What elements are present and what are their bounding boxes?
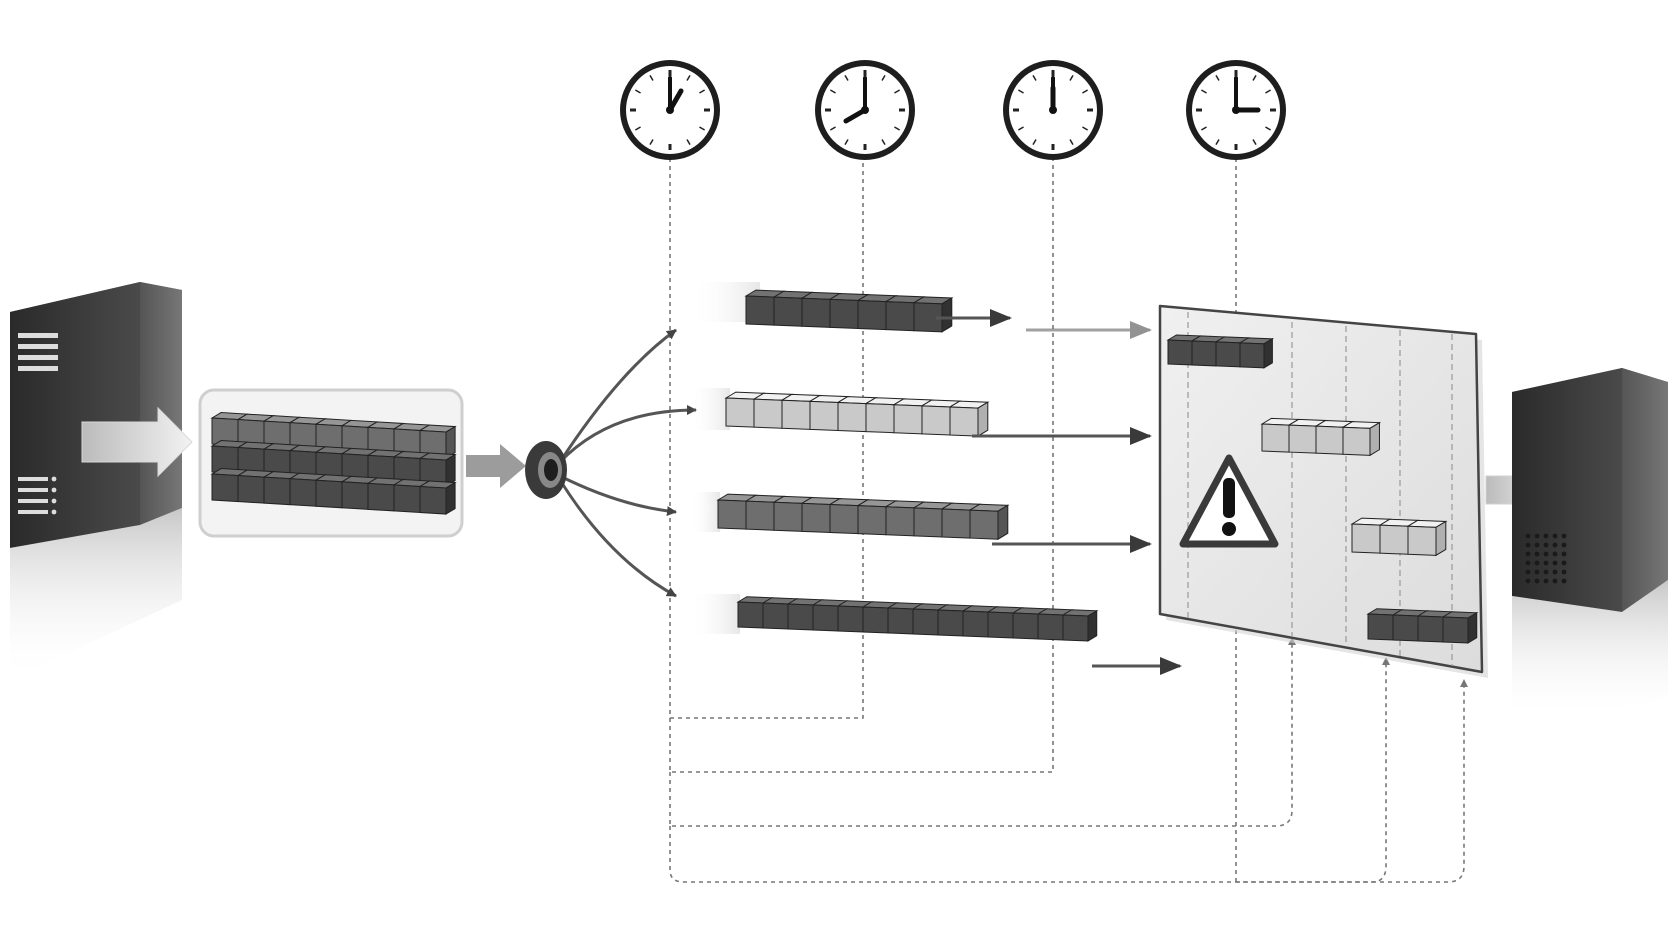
block <box>1214 336 1251 368</box>
splitter-fanout-arrows <box>558 328 697 598</box>
input-flow-arrow <box>81 406 193 478</box>
stream-3 <box>716 493 1010 541</box>
batch-row <box>210 468 457 515</box>
block <box>1314 419 1355 455</box>
block <box>314 418 353 453</box>
block <box>968 503 1010 541</box>
block <box>210 468 249 503</box>
block <box>236 413 275 448</box>
stream-output-arrows <box>936 309 1182 675</box>
block <box>940 502 982 539</box>
block <box>961 605 999 638</box>
block <box>861 601 899 634</box>
block <box>912 296 954 333</box>
block <box>1061 609 1099 642</box>
block <box>1378 518 1420 555</box>
block <box>912 501 954 538</box>
stream-4 <box>736 596 1099 642</box>
block <box>366 449 405 484</box>
clock-3-icon <box>1003 60 1103 160</box>
input-batch <box>198 388 464 538</box>
block <box>752 392 794 429</box>
block <box>418 424 457 459</box>
block <box>836 396 878 433</box>
block <box>262 471 301 506</box>
warning-triangle-icon <box>1179 454 1279 548</box>
block <box>828 292 870 330</box>
batch-row <box>210 412 457 459</box>
block <box>210 412 249 447</box>
block <box>744 289 786 326</box>
block <box>366 477 405 512</box>
block <box>392 450 431 486</box>
block <box>884 295 926 332</box>
stream-motion-tails <box>690 282 760 634</box>
event-streams <box>716 289 1099 642</box>
segment-4 <box>1366 608 1479 644</box>
stream-2 <box>724 391 990 437</box>
clock-row <box>620 60 1286 160</box>
segment-2 <box>1260 417 1382 457</box>
block <box>366 421 405 456</box>
block <box>1287 418 1328 454</box>
block <box>786 598 824 631</box>
batch-to-splitter-arrow <box>466 444 526 488</box>
segment-3 <box>1350 517 1448 557</box>
stream-1 <box>744 289 954 333</box>
block <box>1441 611 1479 644</box>
block <box>262 415 301 450</box>
block <box>418 452 457 487</box>
block <box>886 602 924 635</box>
block <box>1406 519 1448 557</box>
clock-4-icon <box>1186 60 1286 160</box>
block <box>856 294 898 331</box>
block <box>948 400 990 437</box>
block <box>736 596 774 629</box>
block <box>716 493 758 530</box>
source-server-icon <box>10 282 182 680</box>
block <box>1341 421 1382 457</box>
block <box>724 391 766 428</box>
block <box>864 397 906 434</box>
clock-1-icon <box>620 60 720 160</box>
block <box>1238 337 1275 369</box>
block <box>314 474 353 509</box>
segment-1 <box>1166 334 1275 369</box>
block <box>392 478 431 514</box>
block <box>828 498 870 535</box>
block <box>262 443 301 478</box>
splitter-ring-icon <box>525 441 567 499</box>
block <box>340 447 379 482</box>
block <box>892 398 934 435</box>
target-server-icon <box>1512 368 1668 720</box>
clock-2-icon <box>815 60 915 160</box>
block <box>1011 607 1049 640</box>
block <box>392 422 431 458</box>
block <box>418 480 457 515</box>
block <box>761 597 799 630</box>
block <box>800 496 842 534</box>
block <box>856 499 898 536</box>
window-panel <box>1158 304 1488 678</box>
block <box>811 599 849 632</box>
